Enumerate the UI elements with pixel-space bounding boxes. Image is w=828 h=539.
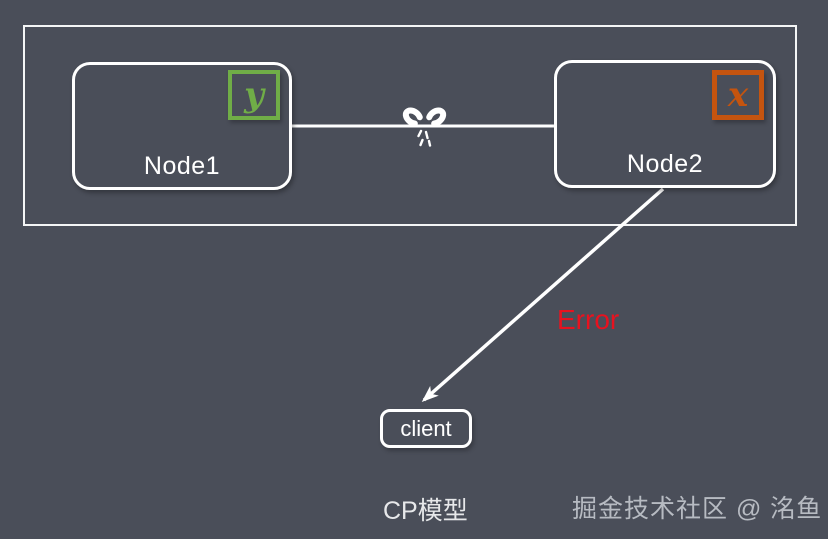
node1-label: Node1 xyxy=(143,152,221,180)
partition-frame xyxy=(23,25,797,226)
node2-box: Node2 xyxy=(554,60,776,188)
y-value-text: y xyxy=(244,75,264,115)
x-value-tag: x xyxy=(712,70,764,120)
watermark: 掘金技术社区 @ 洺鱼 xyxy=(572,495,823,523)
diagram-caption: CP模型 xyxy=(383,497,468,525)
node1-box: Node1 xyxy=(72,62,292,190)
client-label: client xyxy=(400,415,452,441)
error-label: Error xyxy=(557,304,620,335)
x-value-text: x xyxy=(727,75,749,115)
client-box: client xyxy=(380,409,472,448)
node2-label: Node2 xyxy=(626,150,704,178)
y-value-tag: y xyxy=(228,70,280,120)
